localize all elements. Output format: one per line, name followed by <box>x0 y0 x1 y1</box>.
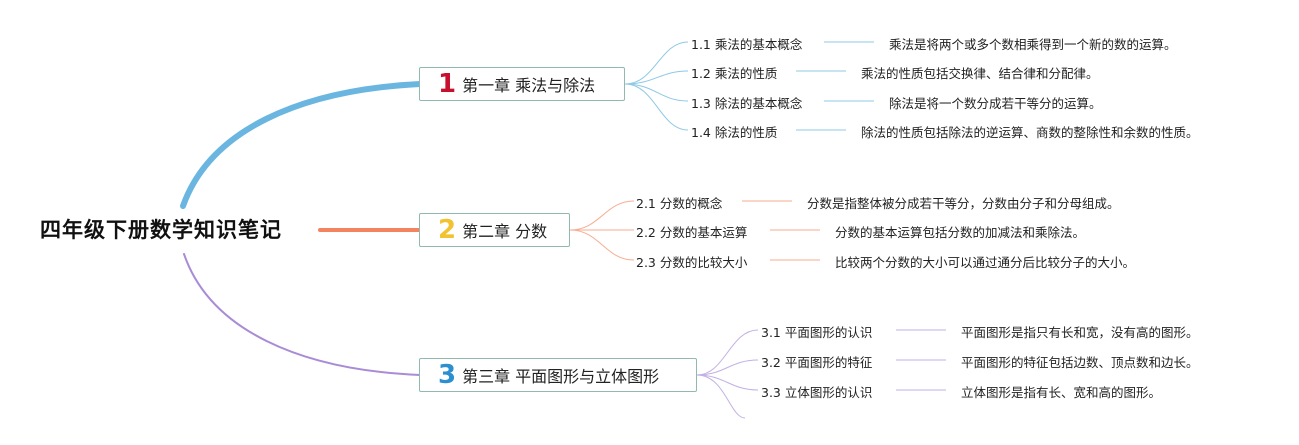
chapter-2-number-icon: 2 <box>438 215 457 245</box>
chapter-3-number-icon: 3 <box>438 360 457 390</box>
chapter-3-sub-branches <box>696 329 946 419</box>
topic-2-3-label[interactable]: 2.3 分数的比较大小 <box>636 255 748 270</box>
topic-2-1-desc[interactable]: 分数是指整体被分成若干等分，分数由分子和分母组成。 <box>807 196 1120 211</box>
chapter-1-number-icon: 1 <box>438 69 457 99</box>
topic-1-4-label[interactable]: 1.4 除法的性质 <box>691 125 778 140</box>
branch-chapter-1 <box>180 81 423 209</box>
chapter-2-title: 第二章 分数 <box>462 222 548 241</box>
branch-chapter-3 <box>183 253 421 376</box>
topic-1-2-label[interactable]: 1.2 乘法的性质 <box>691 66 778 81</box>
root-title[interactable]: 四年级下册数学知识笔记 <box>40 218 282 242</box>
topic-2-3-desc[interactable]: 比较两个分数的大小可以通过通分后比较分子的大小。 <box>835 255 1136 270</box>
topic-2-1-label[interactable]: 2.1 分数的概念 <box>636 196 723 211</box>
topic-2-2-label[interactable]: 2.2 分数的基本运算 <box>636 225 748 240</box>
topic-2-2-desc[interactable]: 分数的基本运算包括分数的加减法和乘除法。 <box>835 225 1086 240</box>
topic-3-2-label[interactable]: 3.2 平面图形的特征 <box>761 355 873 370</box>
topic-3-1-label[interactable]: 3.1 平面图形的认识 <box>761 325 873 340</box>
topic-3-3-label[interactable]: 3.3 立体图形的认识 <box>761 385 873 400</box>
chapter-1-node[interactable]: 1 第一章 乘法与除法 <box>419 67 625 101</box>
topic-1-3-desc[interactable]: 除法是将一个数分成若干等分的运算。 <box>889 96 1102 111</box>
topic-3-2-desc[interactable]: 平面图形的特征包括边数、顶点数和边长。 <box>961 355 1199 370</box>
topic-1-2-desc[interactable]: 乘法的性质包括交换律、结合律和分配律。 <box>861 66 1099 81</box>
chapter-3-title: 第三章 平面图形与立体图形 <box>462 367 660 386</box>
chapter-3-node[interactable]: 3 第三章 平面图形与立体图形 <box>419 358 697 392</box>
topic-3-3-desc[interactable]: 立体图形是指有长、宽和高的图形。 <box>961 385 1162 400</box>
topic-1-1-label[interactable]: 1.1 乘法的基本概念 <box>691 37 803 52</box>
chapter-2-sub-branches <box>569 200 820 261</box>
chapter-1-title: 第一章 乘法与除法 <box>462 76 596 95</box>
topic-1-3-label[interactable]: 1.3 除法的基本概念 <box>691 96 803 111</box>
topic-3-1-desc[interactable]: 平面图形是指只有长和宽，没有高的图形。 <box>961 325 1199 340</box>
topic-1-1-desc[interactable]: 乘法是将两个或多个数相乘得到一个新的数的运算。 <box>889 37 1177 52</box>
chapter-1-sub-branches <box>624 41 874 131</box>
topic-1-4-desc[interactable]: 除法的性质包括除法的逆运算、商数的整除性和余数的性质。 <box>861 125 1199 140</box>
chapter-2-node[interactable]: 2 第二章 分数 <box>419 213 570 247</box>
